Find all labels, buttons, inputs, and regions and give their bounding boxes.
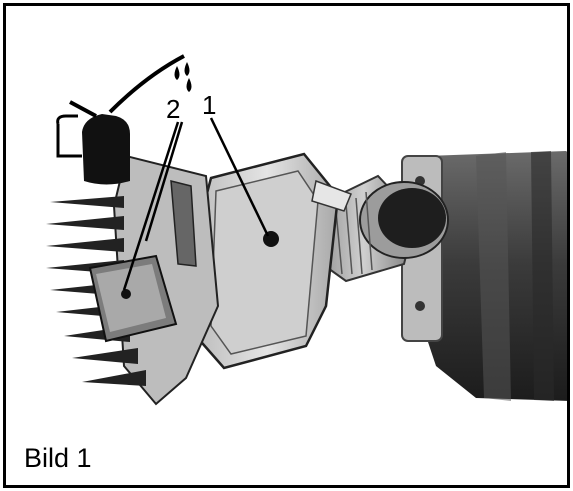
callout-2-leader-a — [122, 121, 180, 291]
oil-can-icon — [56, 54, 185, 185]
callout-2: 2 — [166, 94, 180, 124]
oil-drops-icon — [174, 62, 192, 92]
lubrication-point-2 — [121, 289, 131, 299]
figure-frame: 2 1 Bild 1 — [3, 3, 570, 488]
callout-2-leader-b — [144, 121, 184, 242]
comb-and-cutter — [46, 154, 220, 406]
figure-caption: Bild 1 — [24, 443, 92, 473]
callout-1-leader — [209, 117, 270, 237]
callout-1: 1 — [202, 90, 216, 120]
shear-head — [194, 152, 352, 370]
shearing-machine-illustration: 2 1 — [46, 54, 567, 406]
